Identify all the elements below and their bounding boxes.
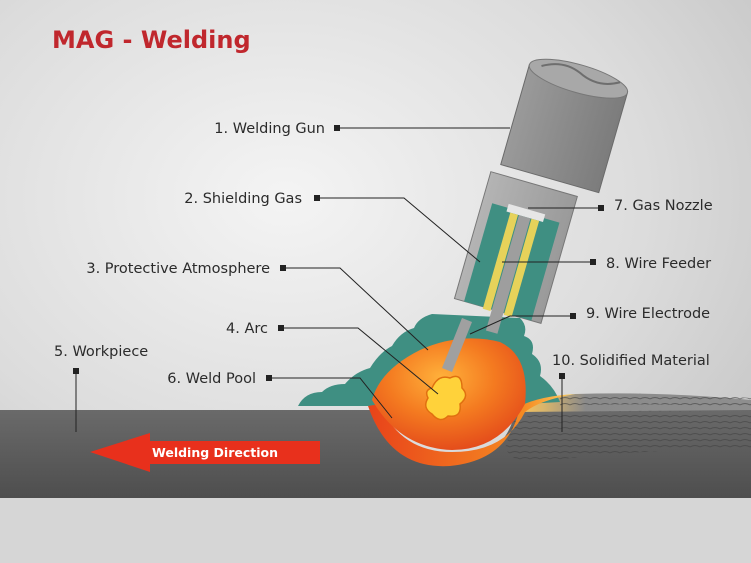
label-welding-gun: 1. Welding Gun [214, 121, 325, 137]
label-arc: 4. Arc [226, 321, 268, 337]
marker-wire-feeder [590, 259, 596, 265]
label-protective-atmosphere: 3. Protective Atmosphere [86, 261, 270, 277]
marker-solidified-material [559, 373, 565, 379]
leader-arc [282, 327, 439, 395]
label-wire-feeder: 8. Wire Feeder [606, 256, 711, 272]
label-workpiece: 5. Workpiece [54, 344, 148, 360]
bottom-band [0, 498, 751, 563]
label-shielding-gas: 2. Shielding Gas [184, 191, 302, 207]
label-wire-electrode: 9. Wire Electrode [586, 306, 710, 322]
marker-protective-atmosphere [280, 265, 286, 271]
label-gas-nozzle: 7. Gas Nozzle [614, 198, 713, 214]
arc-flash [425, 375, 467, 421]
marker-workpiece [73, 368, 79, 374]
leader-shielding-gas [318, 197, 481, 263]
leader-weld-pool [270, 377, 393, 419]
label-weld-pool: 6. Weld Pool [167, 371, 256, 387]
welding-gun [500, 58, 629, 194]
solidified-ripples [560, 393, 751, 408]
marker-arc [278, 325, 284, 331]
leader-lines [75, 127, 600, 432]
wire-electrode [442, 318, 472, 372]
weld-pool-rim [368, 394, 575, 467]
leader-protective-atmosphere [284, 267, 429, 351]
marker-weld-pool [266, 375, 272, 381]
gas-nozzle [453, 171, 578, 334]
leader-wire-electrode [469, 315, 576, 335]
diagram-title: MAG - Welding [52, 26, 251, 54]
label-solidified-material: 10. Solidified Material [552, 353, 710, 369]
marker-welding-gun [334, 125, 340, 131]
marker-gas-nozzle [598, 205, 604, 211]
welding-direction-label: Welding Direction [152, 445, 278, 460]
marker-shielding-gas [314, 195, 320, 201]
leader-markers [73, 125, 604, 381]
solidified-texture [505, 410, 751, 463]
marker-wire-electrode [570, 313, 576, 319]
welding-direction-arrow: Welding Direction [90, 433, 320, 472]
